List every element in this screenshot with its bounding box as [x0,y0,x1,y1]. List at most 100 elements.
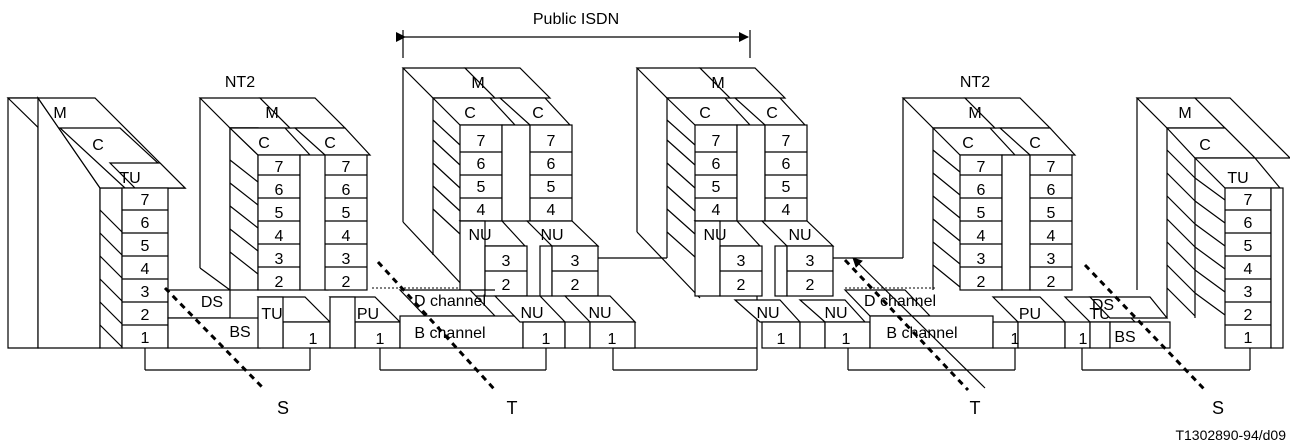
right-terminal: M C TU 7 6 5 4 3 2 1 DS BS [1088,97,1290,349]
right-nt2-l1-b: 1 [1079,331,1088,348]
right-nt2-pu-label: PU [1019,306,1041,323]
right-ex-a5: 5 [712,179,721,196]
left-d-channel-label: D channel [414,293,486,310]
s-right-marker [1083,263,1207,392]
left-nt2-a7: 7 [275,159,284,176]
right-nt2: NT2 M C C 7 6 5 4 3 2 7 6 5 [901,74,1137,349]
right-ex-l1-b: 1 [842,331,851,348]
left-layer-4: 4 [141,261,150,278]
left-layer-1: 1 [141,330,150,347]
public-isdn-span: Public ISDN [396,11,751,58]
right-nt2-l1-a: 1 [1011,331,1020,348]
left-nt2-m-label: M [265,105,278,122]
t-right-arrow [852,257,986,389]
left-ex-nu1-l3: 3 [502,253,511,270]
left-ex-nu3-label: NU [520,305,543,322]
left-nt2-c2-label: C [324,135,336,152]
right-nt2-a4: 4 [977,228,986,245]
right-ex-c1-label: C [699,105,711,122]
right-ex-nu4-label: NU [824,305,847,322]
left-nt2-b2: 2 [342,274,351,291]
right-ex-b4: 4 [782,202,791,219]
left-ex-l1-a: 1 [542,331,551,348]
right-nt2-b5: 5 [1047,205,1056,222]
right-ex-nu2-l2: 2 [806,277,815,294]
figure-id: T1302890-94/d09 [1175,427,1286,443]
left-ex-b4: 4 [547,202,556,219]
right-b-channel-label: B channel [886,325,957,342]
right-ex-a7: 7 [712,133,721,150]
left-layer-3: 3 [141,284,150,301]
left-nt2-l1-a: 1 [309,331,318,348]
right-ex-a6: 6 [712,156,721,173]
right-c-label: C [1199,137,1211,154]
right-nt2-b6: 6 [1047,182,1056,199]
right-exchange: M C C 7 6 5 4 7 6 5 4 NU 3 2 NU 3 2 NU 1 [635,67,994,349]
right-nt2-b2: 2 [1047,274,1056,291]
right-ex-m-label: M [711,75,724,92]
right-ex-nu1-label: NU [703,227,726,244]
right-nt2-a2: 2 [977,274,986,291]
right-layer-5: 5 [1244,238,1253,255]
right-layer-3: 3 [1244,284,1253,301]
left-ex-nu2-l3: 3 [571,253,580,270]
right-ex-nu1-l2: 2 [737,277,746,294]
right-layer-7: 7 [1244,192,1253,209]
left-bs-label: BS [229,324,250,341]
left-ex-a7: 7 [477,133,486,150]
right-nt2-m-label: M [968,105,981,122]
right-ex-l1-a: 1 [777,331,786,348]
left-nt2-a6: 6 [275,182,284,199]
right-nt2-b3: 3 [1047,251,1056,268]
right-ex-b7: 7 [782,133,791,150]
t-right-marker [843,258,970,392]
left-layer-6: 6 [141,215,150,232]
right-ex-nu3-label: NU [756,305,779,322]
left-exchange: M C C 7 6 5 4 7 6 5 4 NU 3 2 NU 3 2 D ch… [398,67,667,349]
right-layer-1: 1 [1244,330,1253,347]
right-nt2-a5: 5 [977,205,986,222]
left-tu-label: TU [119,170,140,187]
left-nt2-tu-label: TU [261,306,282,323]
right-nt2-b7: 7 [1047,159,1056,176]
left-ex-c2-label: C [532,105,544,122]
left-c-label: C [92,137,104,154]
right-ex-nu2-label: NU [788,227,811,244]
right-ex-b5: 5 [782,179,791,196]
public-isdn-label: Public ISDN [533,11,619,28]
s-left-label: S [277,398,289,418]
right-layer-6: 6 [1244,215,1253,232]
right-nt2-a3: 3 [977,251,986,268]
left-ex-a4: 4 [477,202,486,219]
right-layer-2: 2 [1244,307,1253,324]
left-nt2-b6: 6 [342,182,351,199]
left-nt2-a3: 3 [275,251,284,268]
t-left-marker [376,260,497,392]
left-nt2-a2: 2 [275,274,284,291]
left-ex-nu1-l2: 2 [502,277,511,294]
left-layer-7: 7 [141,192,150,209]
s-right-label: S [1212,398,1224,418]
left-m-label: M [53,105,66,122]
right-ex-nu1-l3: 3 [737,253,746,270]
left-ex-c1-label: C [464,105,476,122]
left-ex-nu4-label: NU [588,305,611,322]
left-ex-nu1-label: NU [468,227,491,244]
left-nt2-b7: 7 [342,159,351,176]
left-nt2-b3: 3 [342,251,351,268]
left-nt2-label: NT2 [225,74,255,91]
left-ex-b7: 7 [547,133,556,150]
left-ex-a6: 6 [477,156,486,173]
left-ex-l1-b: 1 [608,331,617,348]
left-ds-label: DS [201,294,223,311]
t-left-label: T [507,398,518,418]
right-ex-a4: 4 [712,202,721,219]
left-ex-m-label: M [471,75,484,92]
right-ex-nu2-l3: 3 [806,253,815,270]
left-b-channel-label: B channel [414,325,485,342]
right-nt2-c2-label: C [1029,135,1041,152]
left-nt2-b4: 4 [342,228,351,245]
left-nt2-c1-label: C [258,135,270,152]
left-nt2: NT2 M C C 7 6 5 4 3 [198,74,470,349]
